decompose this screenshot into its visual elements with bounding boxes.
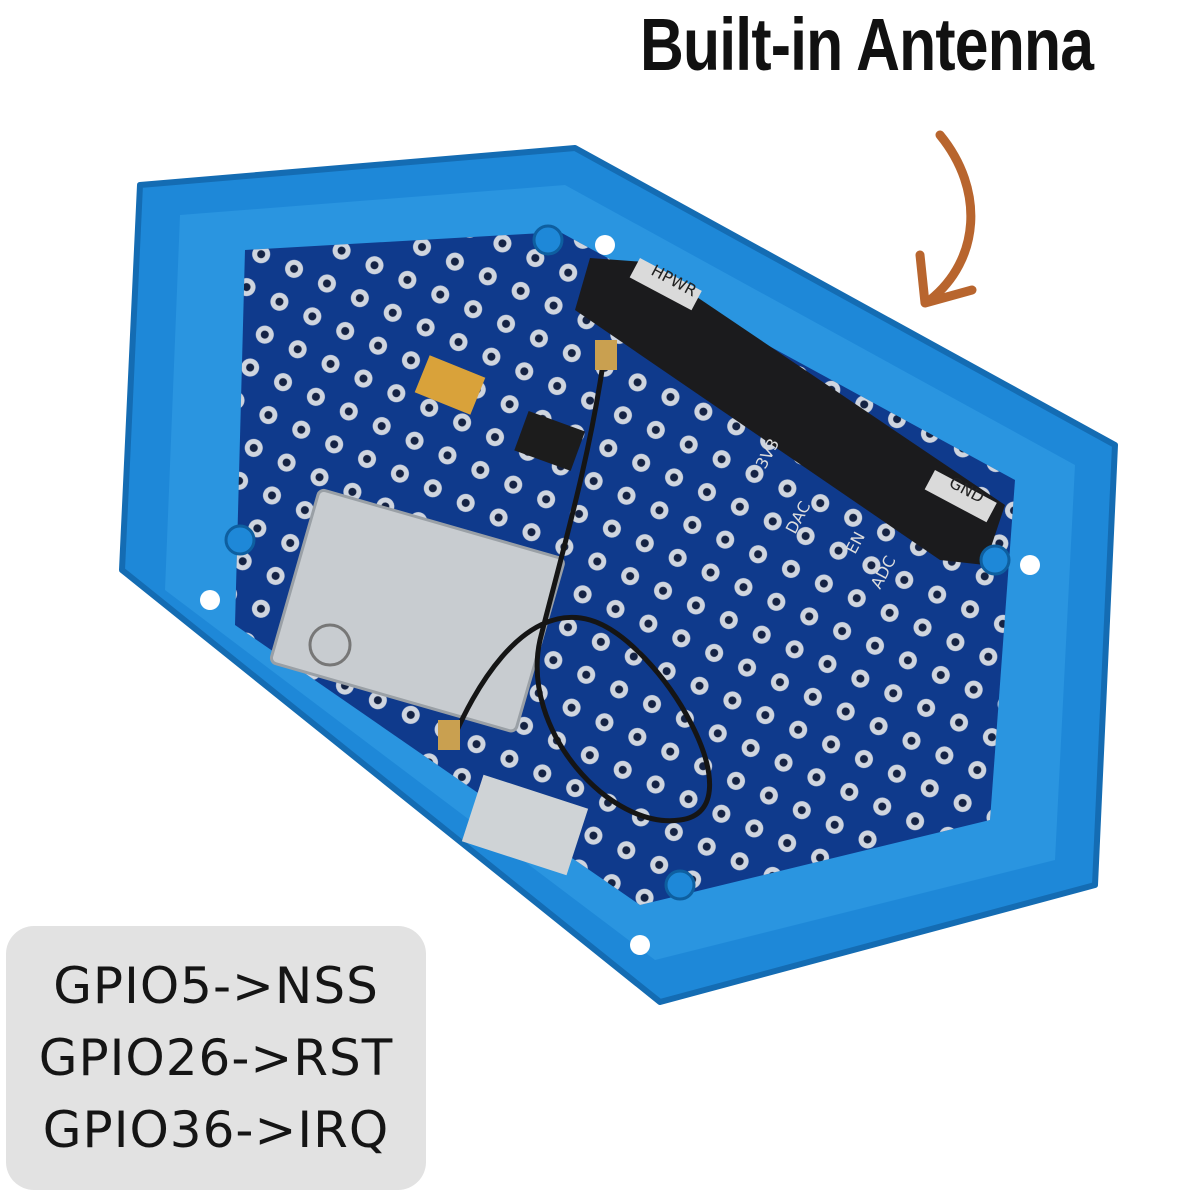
pin-mapping-irq: GPIO36->IRQ [42,1101,390,1159]
pin-mapping-box: GPIO5->NSS GPIO26->RST GPIO36->IRQ [6,926,426,1190]
tantalum-capacitor [414,355,486,415]
antenna-cable [452,349,713,824]
page-title: Built-in Antenna [640,3,1094,86]
voltage-regulator [514,410,586,471]
pin-mapping-rst: GPIO26->RST [38,1029,394,1087]
pin-header [575,258,1005,565]
arrow-icon [925,130,976,305]
pin-mapping-nss: GPIO5->NSS [53,957,379,1015]
